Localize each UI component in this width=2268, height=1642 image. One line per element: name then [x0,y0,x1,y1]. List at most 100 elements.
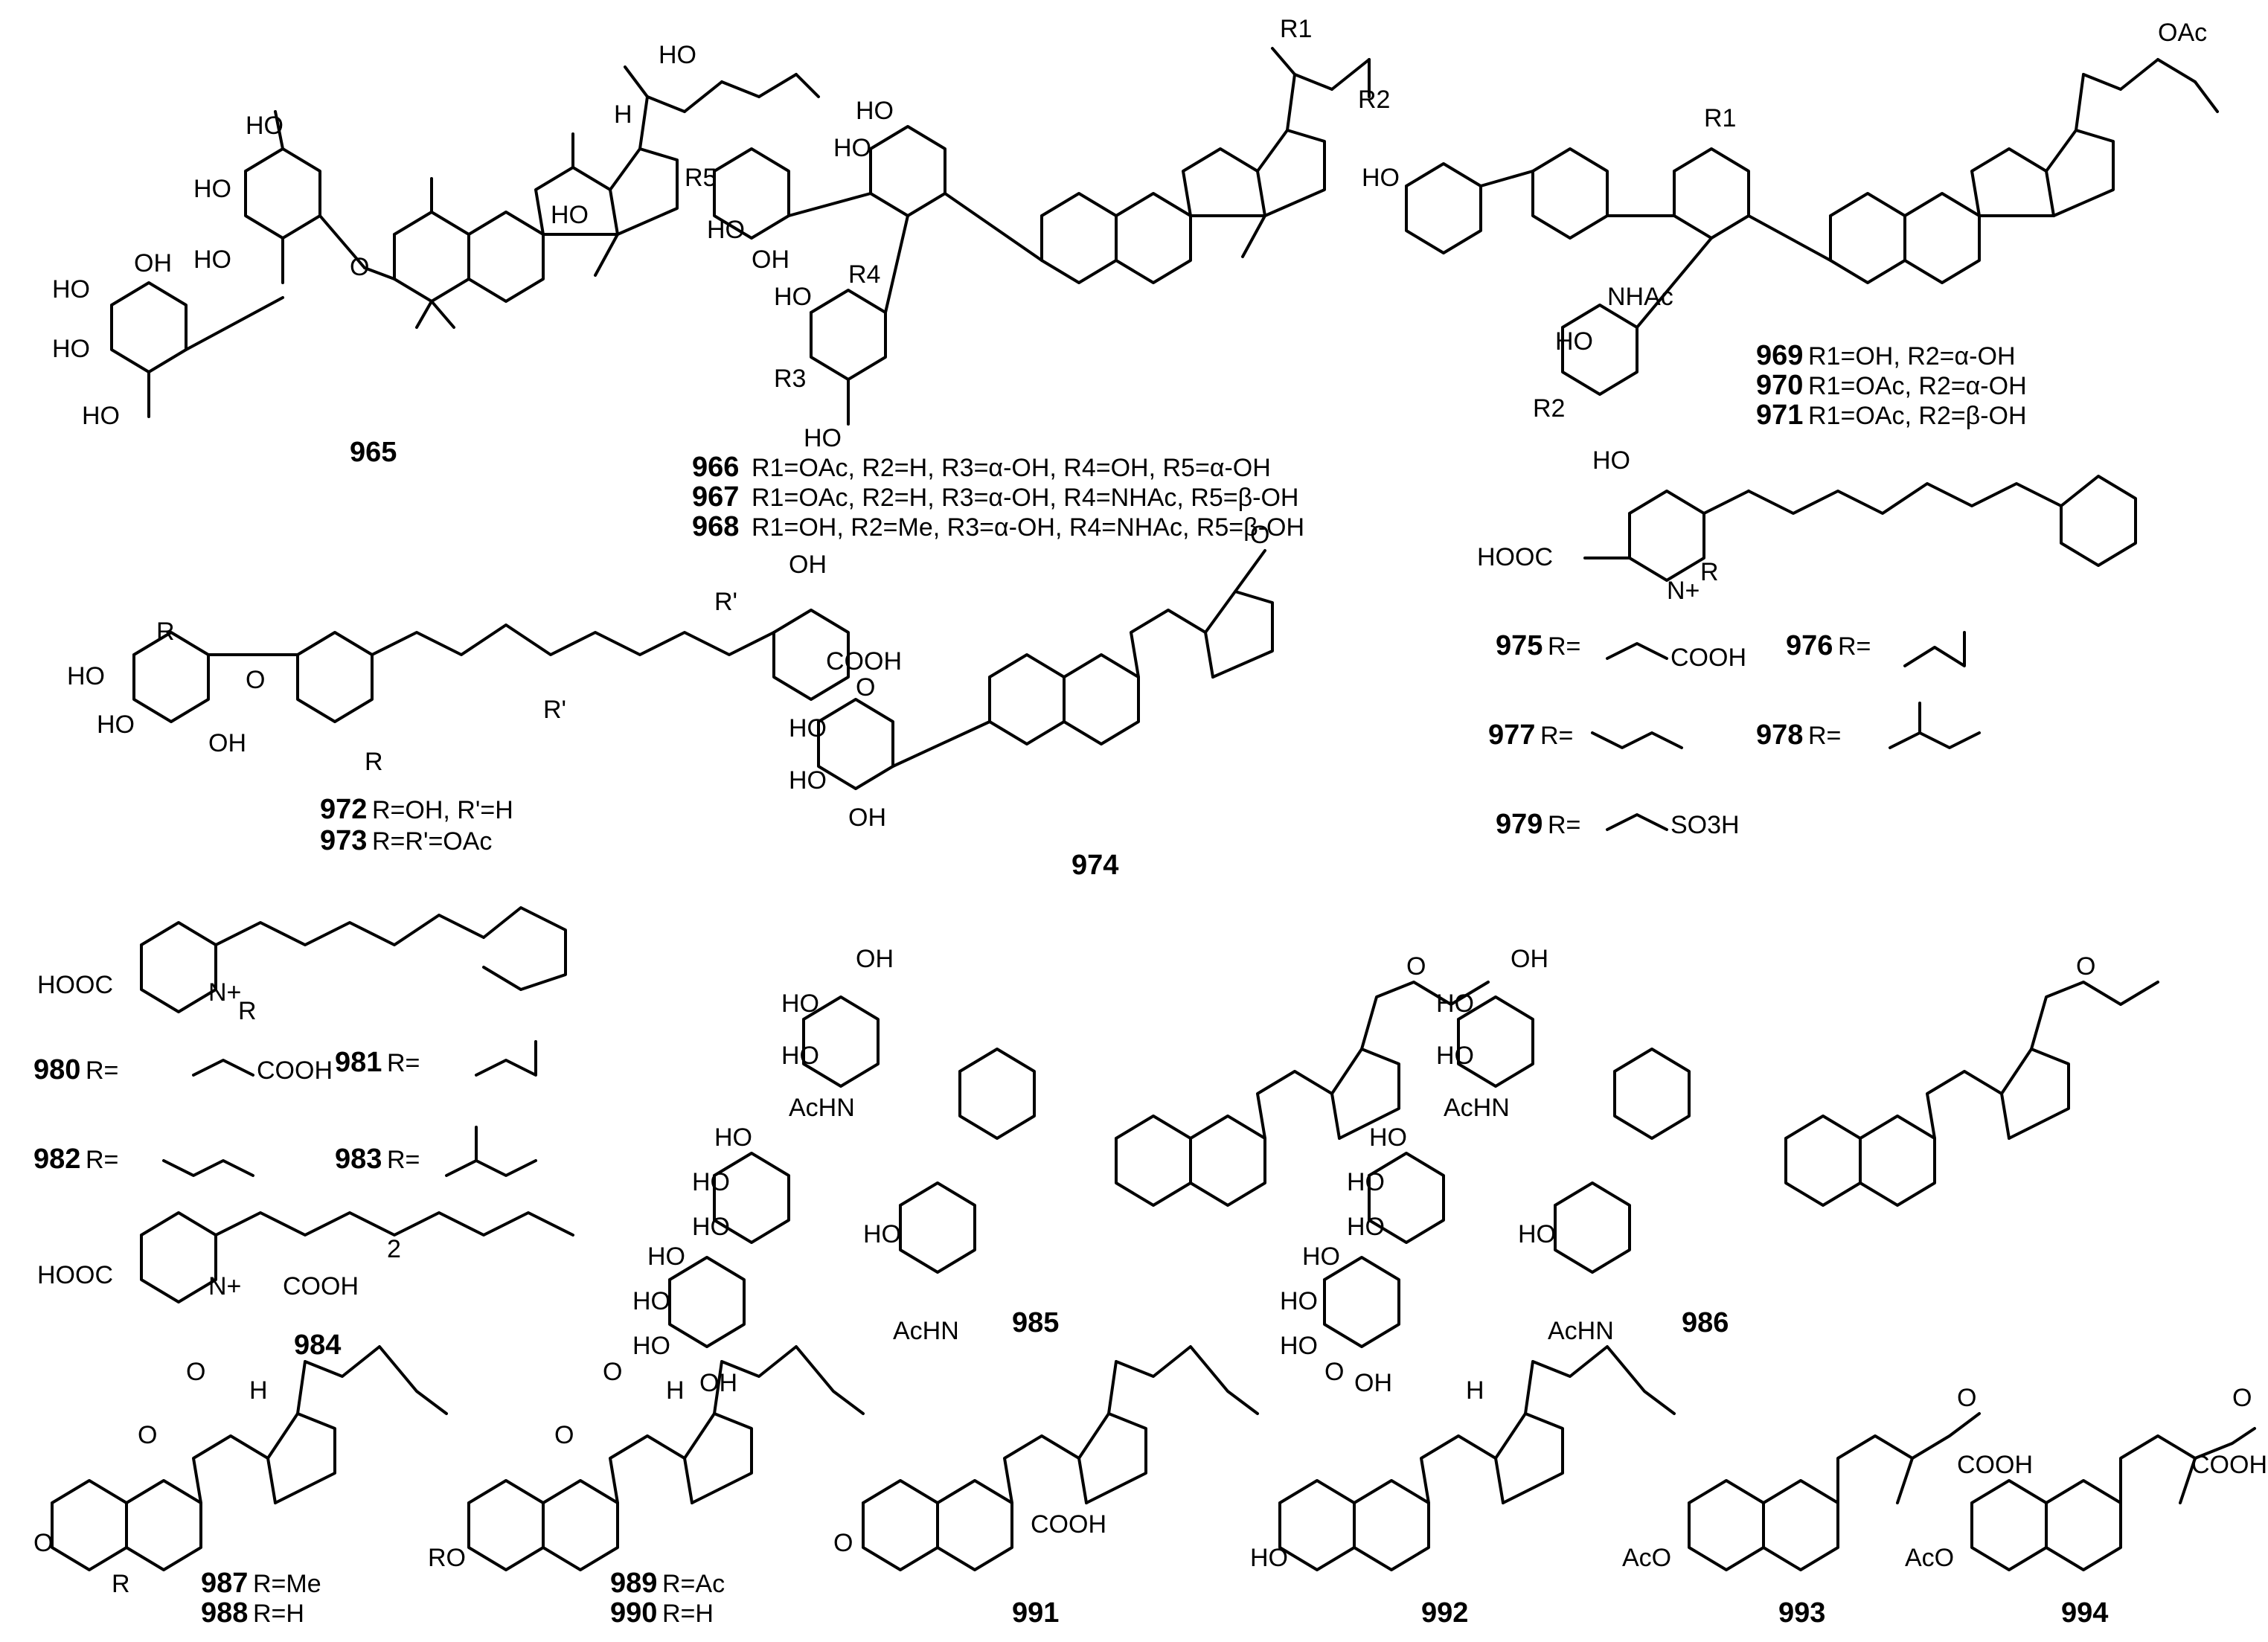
label-r-972b: R [365,748,383,776]
label-cooh-980: COOH [257,1056,333,1085]
label-achn-985b: AcHN [893,1317,959,1345]
label-h-989: H [666,1376,685,1405]
compound-number: 993 [1778,1597,1825,1629]
label-r-980: R [238,997,257,1025]
label-rp-972b: R' [543,696,566,724]
label-r4-966: R4 [848,260,880,289]
label-o-989b: O [554,1421,574,1449]
label-h-987: H [249,1376,268,1405]
label-ho-985i: HO [863,1220,901,1248]
compound-caption: R=OH, R'=H [372,796,513,824]
compound-caption: R= [1838,632,1871,661]
label-oh-986b: OH [1354,1369,1392,1397]
compound-number: 976 [1786,630,1833,661]
label-oh-966: OH [752,246,789,274]
compound-caption: R= [1540,722,1573,750]
label-h-965: H [614,100,632,129]
label-o-987a: O [186,1358,205,1386]
compound-number: 968 [692,511,739,542]
label-r1-966: R1 [1280,15,1312,43]
label-o-985: O [1406,952,1426,981]
label-o-974: O [1250,521,1269,549]
label-cooh-993: COOH [1957,1451,2033,1479]
compound-980-structure [140,906,567,1013]
compound-number: 975 [1496,630,1543,661]
compound-975-structure [1583,475,2137,582]
label-ho-972a: HO [67,662,105,690]
atom-labels: HO H HO HO HO O HO OH HO HO HO R1 R2 R5 … [33,15,2267,1598]
compound-number: 977 [1488,719,1535,751]
label-r2-966: R2 [1358,86,1390,114]
compound-caption: R1=OH, R2=Me, R3=α-OH, R4=NHAc, R5=β-OH [752,513,1304,542]
label-ho-986f: HO [1302,1242,1340,1271]
label-n-975: N+ [1667,577,1700,605]
label-cooh-994: COOH [2191,1451,2267,1479]
r-group-chains [162,631,1981,1177]
label-o-989a: O [603,1358,622,1386]
label-ho-965b: HO [246,112,284,140]
compound-caption: R= [1548,632,1580,661]
label-r-987: R [112,1570,130,1598]
label-o-992: O [1324,1358,1344,1386]
compound-number: 974 [1071,850,1118,881]
compound-caption: R= [387,1049,420,1077]
compound-number: 983 [335,1144,382,1175]
label-cooh-975: COOH [1670,644,1746,672]
compound-972-structure [132,609,850,723]
label-ho-965h: HO [551,201,589,229]
compound-number: 966 [692,452,739,483]
label-cooh-984: COOH [283,1272,359,1301]
label-oh-974: OH [848,804,886,832]
label-aco-993: AcO [1622,1544,1671,1572]
label-ho-986d: HO [1347,1168,1385,1196]
compound-985-structure [668,981,1490,1348]
compound-caption: R= [1548,811,1580,839]
label-oh-986: OH [1511,945,1548,973]
label-ho-974b: HO [789,766,827,795]
label-so3h-979: SO3H [1670,811,1740,839]
compound-984-structure [140,1211,574,1303]
label-oh-985b: OH [699,1369,737,1397]
compound-number: 980 [33,1054,80,1085]
label-ho-965e: HO [52,275,90,304]
label-ho-985f: HO [647,1242,685,1271]
label-ro-989: RO [428,1544,466,1572]
compound-caption: R= [387,1146,420,1174]
compound-caption: R1=OH, R2=α-OH [1808,342,2016,371]
compound-number: 981 [335,1047,382,1078]
compound-986-structure [1323,981,2159,1348]
compound-number: 985 [1012,1307,1059,1338]
label-o-965: O [350,253,369,281]
label-oh-972b: OH [789,551,827,579]
label-ho-985e: HO [692,1213,730,1241]
label-ho-985h: HO [632,1332,670,1360]
label-ho-992: HO [1250,1544,1288,1572]
compound-caption: R=H [662,1600,714,1628]
label-r-975: R [1700,558,1719,586]
label-ho-965c: HO [193,175,231,203]
compound-caption: R= [86,1146,118,1174]
label-ho-986i: HO [1518,1220,1556,1248]
compound-captions: 965 966 R1=OAc, R2=H, R3=α-OH, R4=OH, R5… [33,340,2108,1629]
label-hooc-984: HOOC [37,1261,113,1289]
label-achn-986a: AcHN [1444,1094,1510,1122]
label-o-972: O [246,666,265,694]
compound-number: 969 [1756,340,1803,371]
label-r3-966: R3 [774,365,806,393]
compound-number: 992 [1421,1597,1468,1629]
label-n-980: N+ [208,978,241,1007]
compound-number: 990 [610,1597,657,1629]
compound-number: 967 [692,481,739,513]
compound-974-structure [817,549,1274,790]
label-sub2-984: 2 [387,1235,401,1263]
label-r-972: R [156,618,175,646]
label-n-984: N+ [208,1272,241,1301]
compound-965-structure [110,65,820,418]
label-o-987c: O [33,1529,53,1557]
compound-caption: R1=OAc, R2=β-OH [1808,402,2027,430]
label-hooc-980: HOOC [37,971,113,999]
label-ho-986c: HO [1369,1123,1407,1152]
compound-number: 973 [320,825,367,856]
label-ho-986b: HO [1436,1042,1474,1070]
